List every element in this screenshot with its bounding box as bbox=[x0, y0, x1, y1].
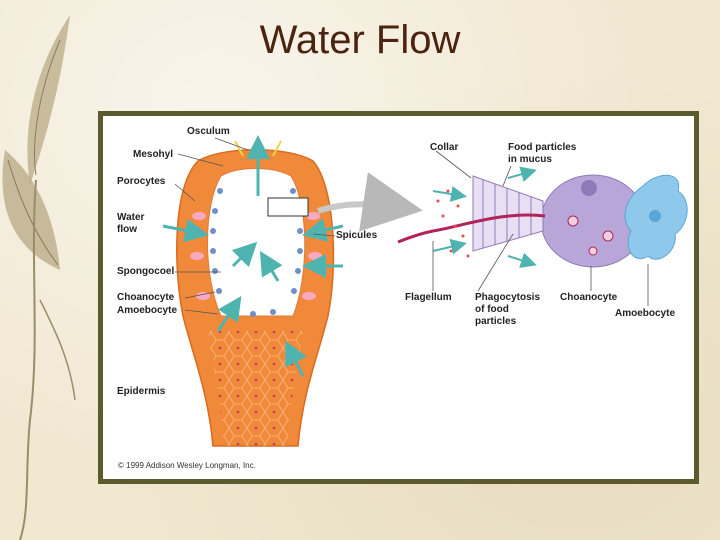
sponge-body bbox=[176, 140, 335, 447]
label-collar: Collar bbox=[430, 142, 459, 153]
label-food-particles: Food particles in mucus bbox=[508, 142, 577, 165]
label-choanocyte-left: Choanocyte bbox=[117, 292, 175, 303]
leaf-decoration bbox=[2, 15, 76, 540]
label-flagellum: Flagellum bbox=[405, 292, 452, 303]
label-phagocytosis: Phagocytosis of food particles bbox=[475, 292, 541, 327]
label-water-flow: Water flow bbox=[117, 212, 145, 235]
slide-title: Water Flow bbox=[259, 18, 461, 62]
label-porocytes: Porocytes bbox=[117, 176, 166, 187]
sponge-diagram bbox=[162, 135, 688, 447]
zoom-arrow bbox=[317, 172, 423, 232]
label-amoebocyte-left: Amoebocyte bbox=[117, 305, 178, 316]
diagram-frame: Osculum Mesohyl Porocytes Water flow Spi… bbox=[98, 111, 699, 484]
label-spicules: Spicules bbox=[336, 230, 378, 241]
copyright-text: © 1999 Addison Wesley Longman, Inc. bbox=[118, 461, 256, 470]
label-osculum: Osculum bbox=[187, 126, 230, 137]
leader-lines bbox=[174, 137, 649, 315]
label-spongocoel: Spongocoel bbox=[117, 266, 175, 277]
choanocyte-detail bbox=[397, 166, 688, 268]
label-choanocyte-right: Choanocyte bbox=[560, 292, 618, 303]
label-amoebocyte-right: Amoebocyte bbox=[615, 308, 676, 319]
label-epidermis: Epidermis bbox=[117, 386, 166, 397]
water-flow-arrows bbox=[162, 135, 344, 377]
label-mesohyl: Mesohyl bbox=[133, 149, 174, 160]
flagellum-strand bbox=[397, 213, 546, 244]
